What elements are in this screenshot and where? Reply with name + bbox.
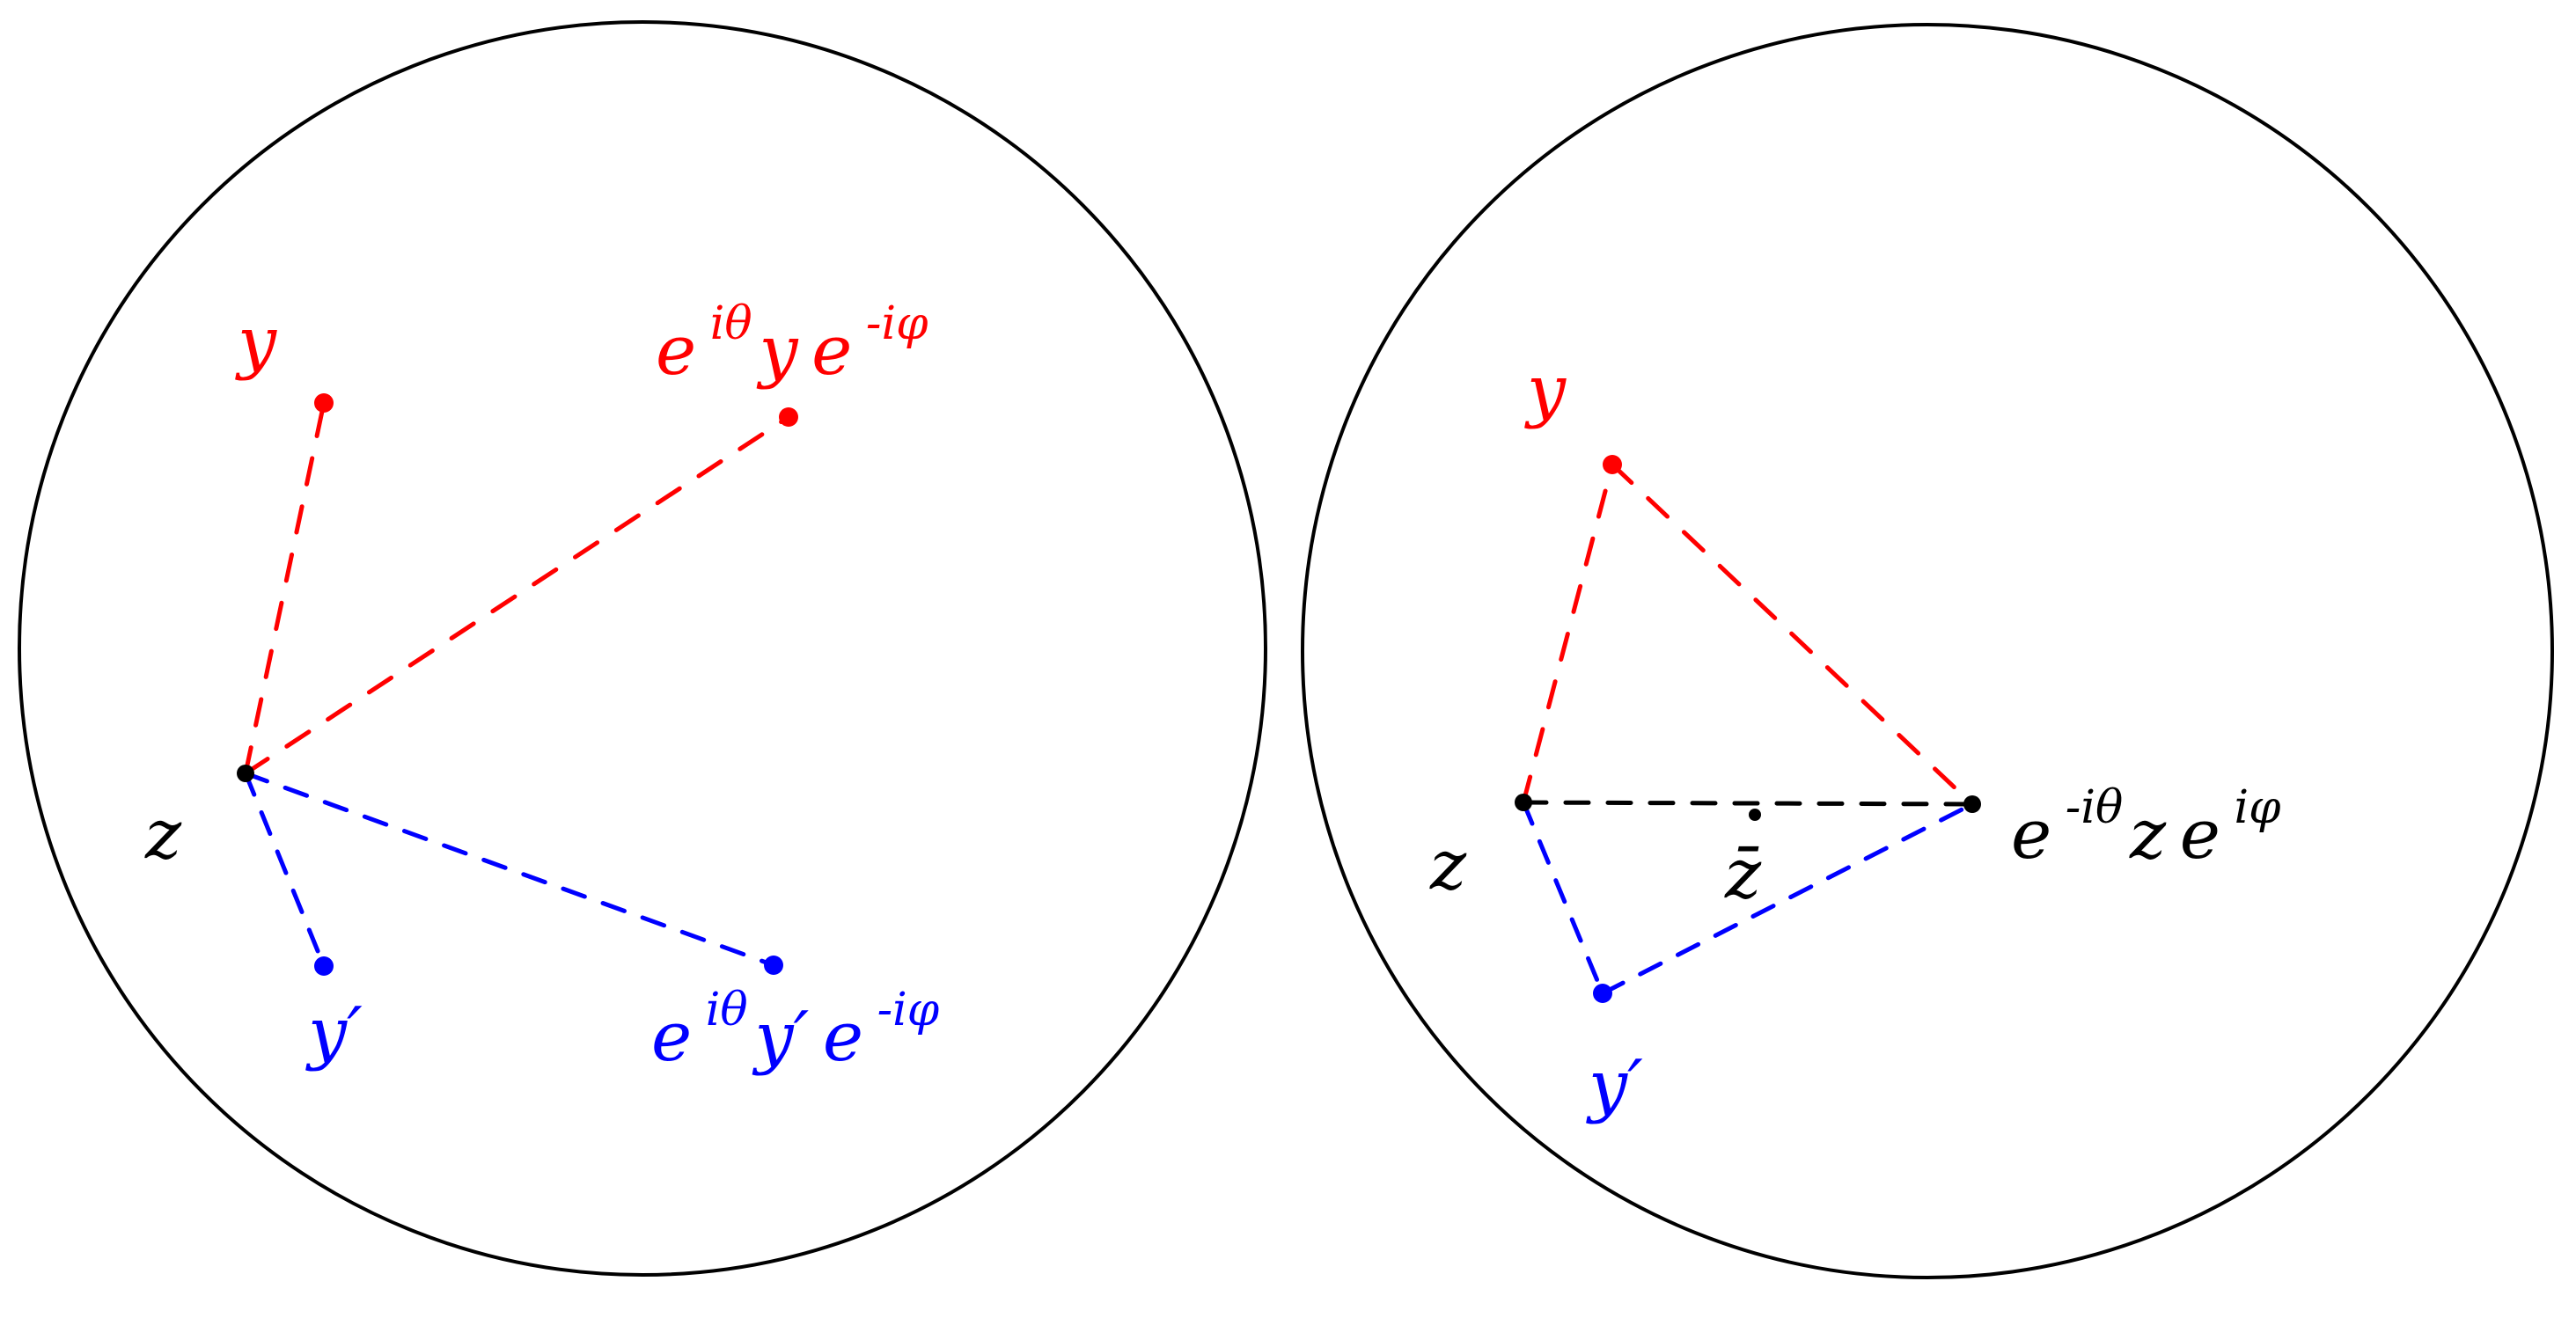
right-disk-boundary bbox=[1301, 23, 2554, 1279]
point-y bbox=[1603, 455, 1622, 474]
point-y bbox=[314, 393, 334, 413]
dashed-geodesic-y-z_rot bbox=[1610, 462, 1975, 807]
label-yp: y′ bbox=[1586, 1046, 1643, 1125]
label-yp_rot: e iθ y′ e -iφ bbox=[651, 984, 946, 1077]
dashed-geodesic-z-yp_rot bbox=[243, 771, 776, 968]
point-zbar bbox=[1749, 809, 1761, 821]
dashed-geodesic-z-z_rot bbox=[1521, 800, 1975, 807]
dashed-geodesic-z-y bbox=[1521, 462, 1615, 805]
point-z bbox=[1515, 794, 1532, 811]
point-z bbox=[237, 765, 254, 782]
dashed-geodesic-yp-z_rot bbox=[1600, 802, 1975, 996]
dashed-geodesic-z-yp bbox=[243, 771, 327, 969]
right-disk-panel: z z̄ y y′ e -iθ z e iφ bbox=[1301, 23, 2554, 1279]
label-y: y bbox=[1524, 351, 1567, 430]
left-disk-boundary bbox=[18, 20, 1267, 1277]
dashed-geodesic-z-y bbox=[243, 400, 327, 776]
point-yp_rot bbox=[764, 956, 783, 975]
point-yp bbox=[314, 956, 334, 976]
label-z: z bbox=[1429, 826, 1467, 905]
label-y: y bbox=[235, 303, 277, 382]
label-z: z bbox=[144, 795, 182, 875]
point-y_rot bbox=[779, 407, 798, 427]
label-y_rot: e iθ y e -iφ bbox=[656, 297, 935, 391]
point-yp bbox=[1593, 984, 1612, 1003]
left-disk-panel: z y e iθ y e -iφ y′ e iθ y′ e -iφ bbox=[18, 20, 1267, 1277]
label-zbar: z̄ bbox=[1724, 835, 1762, 914]
label-yp: y′ bbox=[305, 993, 363, 1073]
dashed-geodesic-z-y_rot bbox=[243, 414, 791, 776]
dashed-geodesic-z-yp bbox=[1521, 800, 1605, 996]
label-z_rot: e -iθ z e iφ bbox=[2011, 781, 2287, 875]
point-z_rot bbox=[1963, 795, 1981, 813]
